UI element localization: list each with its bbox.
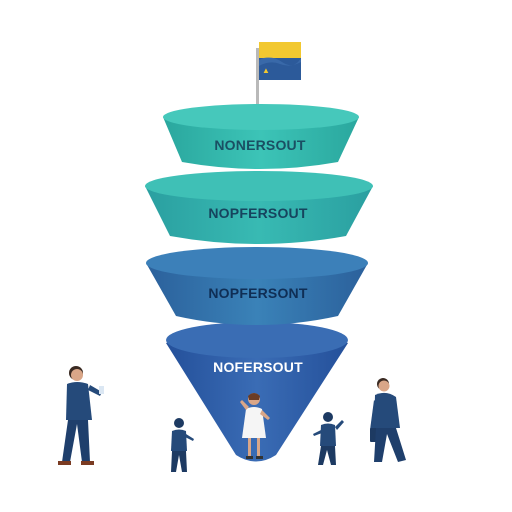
tier-2-body: [145, 186, 373, 244]
tier-1-body: [163, 117, 359, 169]
tier-4-label: NOFERSOUT: [213, 359, 303, 375]
person-businessman-phone: [58, 366, 104, 465]
tier-4-top: [166, 322, 348, 358]
flag-mark: ▲: [262, 66, 270, 75]
tier-3-top: [146, 247, 368, 279]
flag-top-stripe: [259, 42, 301, 60]
flag-pole: [256, 48, 259, 114]
tier-2: [145, 171, 373, 244]
tier-3-label: NOPFERSONT: [208, 285, 307, 301]
tier-2-top: [145, 171, 373, 201]
tier-3: [146, 247, 368, 325]
person-small-right: [313, 412, 344, 465]
flag-bottom-stripe: [259, 58, 301, 80]
person-businessman-walking: [370, 378, 406, 462]
person-small-left: [171, 418, 194, 472]
tier-1-label: NONERSOUT: [214, 137, 305, 153]
tier-2-label: NOPFERSOUT: [208, 205, 307, 221]
tier-1: [163, 104, 359, 169]
flag: ▲: [256, 42, 301, 114]
flag-wave: [259, 57, 301, 66]
tier-3-body: [146, 263, 368, 325]
person-woman-center: [240, 393, 270, 459]
tier-1-top: [163, 104, 359, 130]
